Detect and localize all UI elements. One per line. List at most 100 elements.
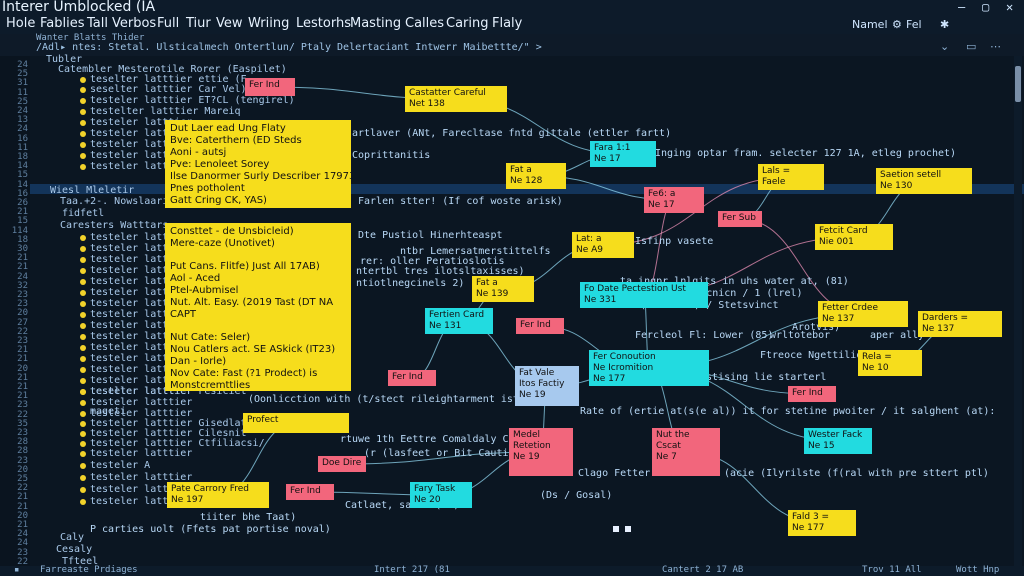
breakpoint-dot[interactable] bbox=[80, 142, 86, 148]
code-line[interactable]: testeler latttier bbox=[90, 150, 193, 161]
code-line[interactable]: testelter latttier Mareiq bbox=[90, 106, 241, 117]
settings-icon[interactable]: ✱ bbox=[940, 18, 950, 31]
graph-node-card[interactable]: Darders =Ne 137 bbox=[918, 311, 1002, 337]
code-line[interactable]: Wiesl Mleletir bbox=[50, 185, 135, 196]
code-line[interactable]: testeler latttier bbox=[90, 484, 193, 495]
menu-item[interactable]: Calles bbox=[405, 16, 445, 31]
code-line[interactable]: testeler latttier bbox=[90, 232, 193, 243]
status-item[interactable]: Wott Hnp bbox=[956, 565, 1000, 575]
breakpoint-dot[interactable] bbox=[80, 323, 86, 329]
menu-item[interactable]: Wriing bbox=[248, 16, 290, 31]
breakpoint-dot[interactable] bbox=[80, 400, 86, 406]
code-line[interactable]: seselter latttier Car Vel) bbox=[90, 84, 247, 95]
code-line[interactable]: Catembler Mesterotile Rorer (Easpilet) bbox=[58, 64, 287, 75]
breakpoint-dot[interactable] bbox=[80, 246, 86, 252]
code-line[interactable]: testeler latttier bbox=[90, 448, 193, 459]
graph-node-card[interactable]: Lals =Faele bbox=[758, 164, 824, 190]
breakpoint-dot[interactable] bbox=[80, 87, 86, 93]
graph-node-card[interactable]: Fer Ind bbox=[245, 78, 295, 96]
more-icon[interactable]: ⋯ bbox=[990, 40, 1001, 53]
code-line[interactable]: testeler latttier Ctfiliacsi/ bbox=[90, 438, 265, 449]
code-line[interactable]: testeler latttier bbox=[90, 496, 193, 507]
code-line[interactable]: testeler latttier bbox=[90, 408, 193, 419]
breakpoint-dot[interactable] bbox=[80, 290, 86, 296]
breakpoint-dot[interactable] bbox=[80, 378, 86, 384]
graph-node-card[interactable]: Fald 3 =Ne 177 bbox=[788, 510, 856, 536]
graph-node-card[interactable]: Profect bbox=[243, 413, 349, 433]
status-item[interactable]: Intert 217 (81 bbox=[374, 565, 450, 575]
maximize-icon[interactable]: ▢ bbox=[982, 0, 990, 14]
graph-node-card[interactable]: Fer Sub bbox=[718, 211, 762, 227]
status-item[interactable]: Cantert 2 17 AB bbox=[662, 565, 744, 575]
status-item[interactable]: Farreaste Prdiages bbox=[40, 565, 138, 575]
collapse-icon[interactable]: ⌄ bbox=[940, 40, 950, 53]
code-line[interactable]: Cesaly bbox=[56, 544, 93, 555]
breakpoint-dot[interactable] bbox=[80, 389, 86, 395]
code-line[interactable]: fidfetl bbox=[62, 208, 105, 219]
menu-right-item[interactable]: Namel bbox=[852, 18, 888, 31]
breakpoint-dot[interactable] bbox=[80, 441, 86, 447]
code-line[interactable]: mageti bbox=[90, 406, 127, 417]
breakpoint-dot[interactable] bbox=[80, 268, 86, 274]
code-line[interactable]: testeler latttier bbox=[90, 117, 193, 128]
breakpoint-dot[interactable] bbox=[80, 131, 86, 137]
breakpoint-dot[interactable] bbox=[80, 164, 86, 170]
code-line[interactable]: Taa.+2-. Nowslaarilatitrattliers bbox=[60, 196, 253, 207]
breakpoint-dot[interactable] bbox=[80, 463, 86, 469]
code-line[interactable]: Caresters Watttars bbox=[60, 220, 169, 231]
code-line[interactable]: testeler latttier bbox=[90, 298, 193, 309]
code-line[interactable]: testeler latttier ET?CL (tengirel) bbox=[90, 95, 295, 106]
code-line[interactable]: testeler latttier bbox=[90, 309, 193, 320]
graph-node-card[interactable]: Rela =Ne 10 bbox=[858, 350, 922, 376]
code-line[interactable]: testeler latttier bbox=[90, 364, 193, 375]
code-line[interactable]: teselter latttier ettie (F- bbox=[90, 74, 253, 85]
code-line[interactable]: testeler latttier bbox=[90, 472, 193, 483]
port-square[interactable] bbox=[613, 526, 619, 532]
code-line[interactable]: testeler latttier bbox=[90, 397, 193, 408]
menu-item[interactable]: Masting bbox=[350, 16, 402, 31]
scrollbar-thumb[interactable] bbox=[1015, 66, 1021, 102]
breakpoint-dot[interactable] bbox=[80, 279, 86, 285]
breakpoint-dot[interactable] bbox=[80, 257, 86, 263]
menu-item[interactable]: Flaly bbox=[492, 16, 523, 31]
menu-item[interactable]: Hole bbox=[6, 16, 36, 31]
code-line[interactable]: testeler latttier Cilesnit bbox=[90, 428, 247, 439]
menu-item[interactable]: Full bbox=[157, 16, 180, 31]
menu-item[interactable]: Lestorhs bbox=[296, 16, 351, 31]
gear-icon[interactable]: ⚙ bbox=[892, 18, 902, 31]
breakpoint-dot[interactable] bbox=[80, 77, 86, 83]
graph-node-card[interactable]: Fer Ind bbox=[788, 386, 836, 402]
code-line[interactable]: testeler latttier bbox=[90, 161, 193, 172]
code-line[interactable]: Caly bbox=[60, 532, 85, 543]
breakpoint-dot[interactable] bbox=[80, 345, 86, 351]
graph-node-card[interactable]: Fer Ind bbox=[516, 318, 564, 334]
breakpoint-dot[interactable] bbox=[80, 451, 86, 457]
code-line[interactable]: testeler latttier Gisedlat bbox=[90, 418, 247, 429]
status-item[interactable]: Trov 11 All bbox=[862, 565, 922, 575]
breakpoint-dot[interactable] bbox=[80, 411, 86, 417]
code-line[interactable]: testeler A bbox=[90, 460, 151, 471]
code-line[interactable]: testeler latttier bbox=[90, 342, 193, 353]
port-square[interactable] bbox=[625, 526, 631, 532]
breakpoint-dot[interactable] bbox=[80, 334, 86, 340]
breakpoint-dot[interactable] bbox=[80, 421, 86, 427]
breakpoint-dot[interactable] bbox=[80, 367, 86, 373]
code-line[interactable]: testeler latttier bbox=[90, 128, 193, 139]
code-line[interactable]: testeler latttier bbox=[90, 331, 193, 342]
menu-item[interactable]: Vew bbox=[216, 16, 243, 31]
